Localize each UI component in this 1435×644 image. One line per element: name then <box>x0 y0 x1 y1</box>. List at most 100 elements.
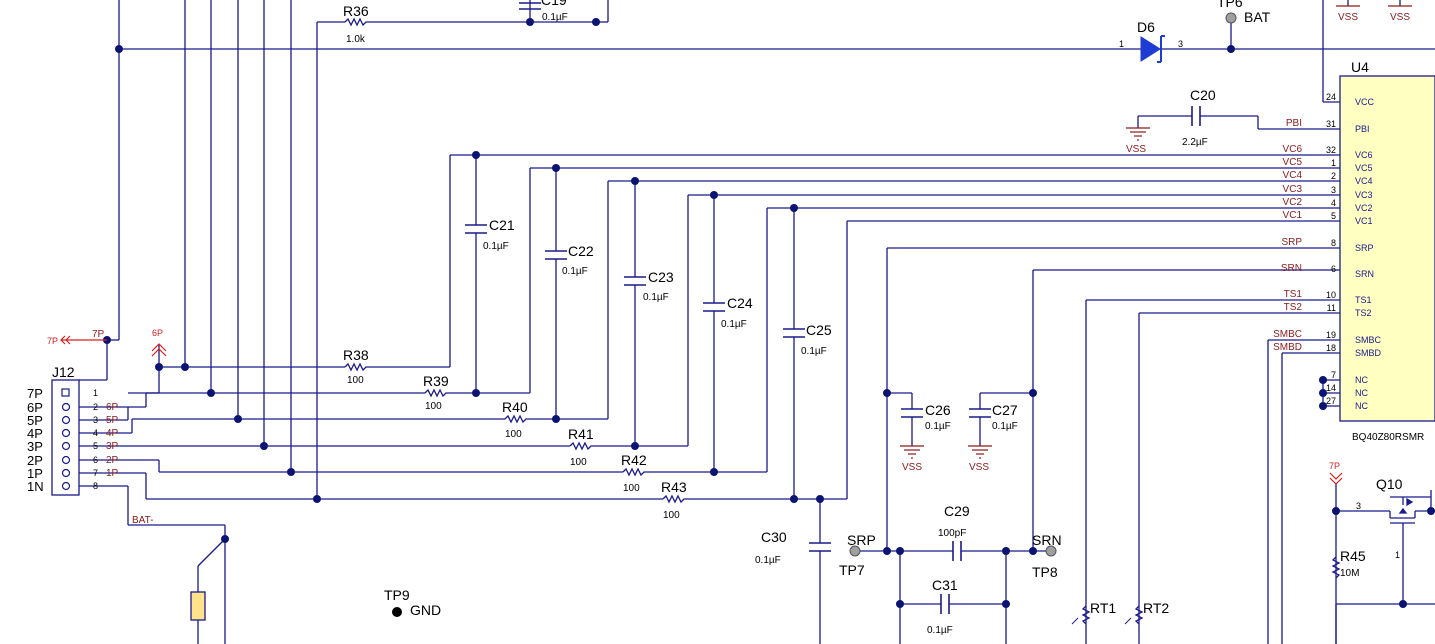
u4-pin-net-label: TS1 <box>1284 289 1303 300</box>
j12-pin-number: 8 <box>93 481 98 491</box>
u4-pin-net-label: SRP <box>1281 237 1302 248</box>
u4-pin-number: 2 <box>1331 171 1336 181</box>
u4-pin-net-label: SMBC <box>1273 329 1302 340</box>
c31-value: 0.1µF <box>927 625 953 636</box>
u4-pin-name: SRN <box>1355 269 1374 279</box>
c30-ref: C30 <box>761 529 787 545</box>
j12-ref: J12 <box>52 364 75 380</box>
j12-pin-number: 2 <box>93 402 98 412</box>
q10-mosfet-symbol <box>1389 496 1431 524</box>
j12-pin-label: 4P <box>27 426 43 441</box>
u4-pin-number: 4 <box>1331 198 1336 208</box>
j12-pin-net-label: 4P <box>106 428 119 439</box>
resistor-r41-symbol <box>569 441 593 451</box>
u4-pin-name: VC2 <box>1355 203 1373 213</box>
rt2-arrow <box>1124 617 1132 625</box>
vss-label-top-1: VSS <box>1338 12 1358 23</box>
r41-value: 100 <box>570 457 587 468</box>
tp9-marker <box>392 607 402 617</box>
junctions <box>103 18 1435 608</box>
c29-value: 100pF <box>938 528 966 539</box>
j12-pin-number: 5 <box>93 441 98 451</box>
c26-ref: C26 <box>925 402 951 418</box>
c22-value: 0.1µF <box>562 266 588 277</box>
j12-pin-label: 1N <box>27 479 44 494</box>
resistor-r39-symbol <box>424 388 448 398</box>
net-label-bat-minus: BAT- <box>132 515 153 526</box>
q10-ref: Q10 <box>1376 476 1403 492</box>
r38-value: 100 <box>347 375 364 386</box>
u4-pin-name: TS1 <box>1355 295 1372 305</box>
net-flag-6p: 6P <box>152 328 163 338</box>
j12-pin-number: 7 <box>93 468 98 478</box>
u4-pin-name: VC1 <box>1355 216 1373 226</box>
u4-pin-number: 31 <box>1326 119 1336 129</box>
c30-value: 0.1µF <box>755 555 781 566</box>
u4-pin-name: SMBD <box>1355 348 1382 358</box>
u4-pin-number: 11 <box>1327 303 1336 313</box>
resistor-r38-symbol <box>344 362 368 372</box>
u4-pin-name: VC4 <box>1355 176 1373 186</box>
q10-pin3: 3 <box>1356 501 1361 511</box>
c27-ref: C27 <box>992 402 1018 418</box>
u4-pin-number: 3 <box>1331 185 1336 195</box>
u4-pin-number: 24 <box>1326 92 1336 102</box>
resistor-r43-symbol <box>662 494 686 504</box>
u4-chip-body <box>1339 75 1435 422</box>
d6-pin1: 1 <box>1119 39 1124 49</box>
resistors <box>190 17 1341 621</box>
vss-label-top-2: VSS <box>1390 12 1410 23</box>
diode-d6-symbol <box>1140 35 1165 63</box>
thermistor-rt2-symbol <box>1134 605 1144 625</box>
u4-pin-name: PBI <box>1355 124 1370 134</box>
j12-pin-label: 1P <box>27 466 43 481</box>
u4-pin-net-label: VC3 <box>1283 184 1303 195</box>
vss-label-c27: VSS <box>969 462 989 473</box>
vss-label-c20: VSS <box>1126 144 1146 155</box>
fuse-symbol <box>190 591 206 621</box>
u4-pin-name: NC <box>1355 375 1368 385</box>
net-label-7p: 7P <box>92 329 105 340</box>
net-flag-7p-left: 7P <box>47 336 58 346</box>
r43-value: 100 <box>663 510 680 521</box>
j12-pin-label: 7P <box>27 386 43 401</box>
tp7-net: SRP <box>847 532 876 548</box>
vss-label-c26: VSS <box>902 462 922 473</box>
j12-pin-net-label: 5P <box>106 415 119 426</box>
net-flags <box>60 335 1343 485</box>
resistor-r40-symbol <box>504 414 528 424</box>
r45-ref: R45 <box>1340 548 1366 564</box>
c27-value: 0.1µF <box>992 421 1018 432</box>
u4-ref: U4 <box>1351 59 1369 75</box>
resistor-r42-symbol <box>622 467 646 477</box>
r42-ref: R42 <box>621 452 647 468</box>
r42-value: 100 <box>623 483 640 494</box>
c24-ref: C24 <box>727 295 753 311</box>
u4-pin-net-label: VC4 <box>1283 170 1303 181</box>
tp6-ref: TP6 <box>1217 0 1243 10</box>
c20-ref: C20 <box>1190 87 1216 103</box>
r40-value: 100 <box>505 429 522 440</box>
c26-value: 0.1µF <box>925 421 951 432</box>
c29-ref: C29 <box>944 503 970 519</box>
tp9-net: GND <box>410 602 441 618</box>
c22-ref: C22 <box>568 243 594 259</box>
u4-pin-number: 18 <box>1326 343 1336 353</box>
r41-ref: R41 <box>568 426 594 442</box>
u4-pin-number: 19 <box>1326 330 1336 340</box>
c25-ref: C25 <box>806 322 832 338</box>
j12-pin-net-label: 1P <box>106 468 119 479</box>
j12-pin-markers <box>61 388 71 491</box>
u4-pin-name: VCC <box>1355 97 1375 107</box>
r43-ref: R43 <box>661 479 687 495</box>
r45-value: 10M <box>1340 568 1359 579</box>
r39-ref: R39 <box>423 373 449 389</box>
tp8-ref: TP8 <box>1032 564 1058 580</box>
c19-value: 0.1µF <box>542 12 568 23</box>
u4-part: BQ40Z80RSMR <box>1352 432 1424 443</box>
u4-pin-name: NC <box>1355 401 1368 411</box>
r40-ref: R40 <box>502 399 528 415</box>
